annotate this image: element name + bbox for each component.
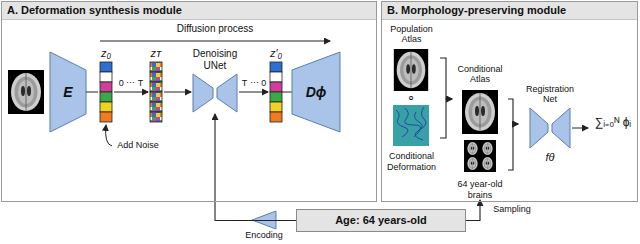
flow-arrow: [440, 58, 452, 99]
node-label: Denoising UNet: [180, 48, 250, 71]
encoding-label: Encoding: [234, 230, 294, 240]
node-label: Registration Net: [518, 84, 582, 105]
deformation-image: Conditional Deformation: [383, 104, 440, 172]
node-label: Conditional Deformation: [383, 151, 440, 172]
node-label: E: [63, 84, 72, 100]
unet-block: Denoising UNet: [180, 48, 250, 114]
panel-title: A. Deformation synthesis module: [2, 2, 376, 20]
node-label: Conditional Atlas: [452, 64, 508, 85]
node-label: Population Atlas: [383, 24, 440, 45]
flow-arrow: [215, 114, 296, 221]
atlas-image: Population Atlas: [383, 24, 440, 92]
encoder-block: E: [52, 82, 84, 102]
module-panel: B. Morphology-preserving modulePopulatio…: [381, 1, 638, 202]
step-label: 0 ⋯ T: [114, 78, 148, 88]
sampling-label: Sampling: [486, 204, 538, 214]
atlas-image: Conditional Atlas: [452, 64, 508, 134]
latent-label: z₀: [96, 47, 116, 60]
step-label: T ⋯ 0: [238, 78, 270, 88]
age-box: Age: 64 years-old: [296, 209, 466, 232]
decoder-block: Dϕ: [298, 80, 334, 104]
flow-arrow: [508, 99, 518, 124]
panel-title: B. Morphology-preserving module: [382, 2, 637, 20]
node-label: Dϕ: [306, 84, 327, 100]
node-label: Age: 64 years-old: [335, 214, 427, 227]
latent-label: z′₀: [266, 47, 286, 60]
flow-arrow: [440, 99, 452, 138]
operator-symbol: ∘: [400, 90, 422, 105]
process-label: Diffusion process: [150, 23, 280, 35]
module-panel: A. Deformation synthesis moduleE Denoisin…: [1, 1, 377, 202]
sum-formula: ∑ᵢ₌₀ᴺ ϕᵢ: [589, 116, 637, 130]
node-symbol: fθ: [545, 151, 554, 164]
brain-samples: 64 year-old brains: [452, 140, 508, 200]
latent-label: zᴛ: [146, 47, 166, 60]
noise-label: Add Noise: [110, 140, 166, 150]
registration-block: Registration Net fθ: [518, 84, 582, 164]
flow-arrow: [508, 124, 518, 170]
node-label: 64 year-old brains: [452, 179, 508, 200]
flow-arrow: [466, 200, 480, 221]
